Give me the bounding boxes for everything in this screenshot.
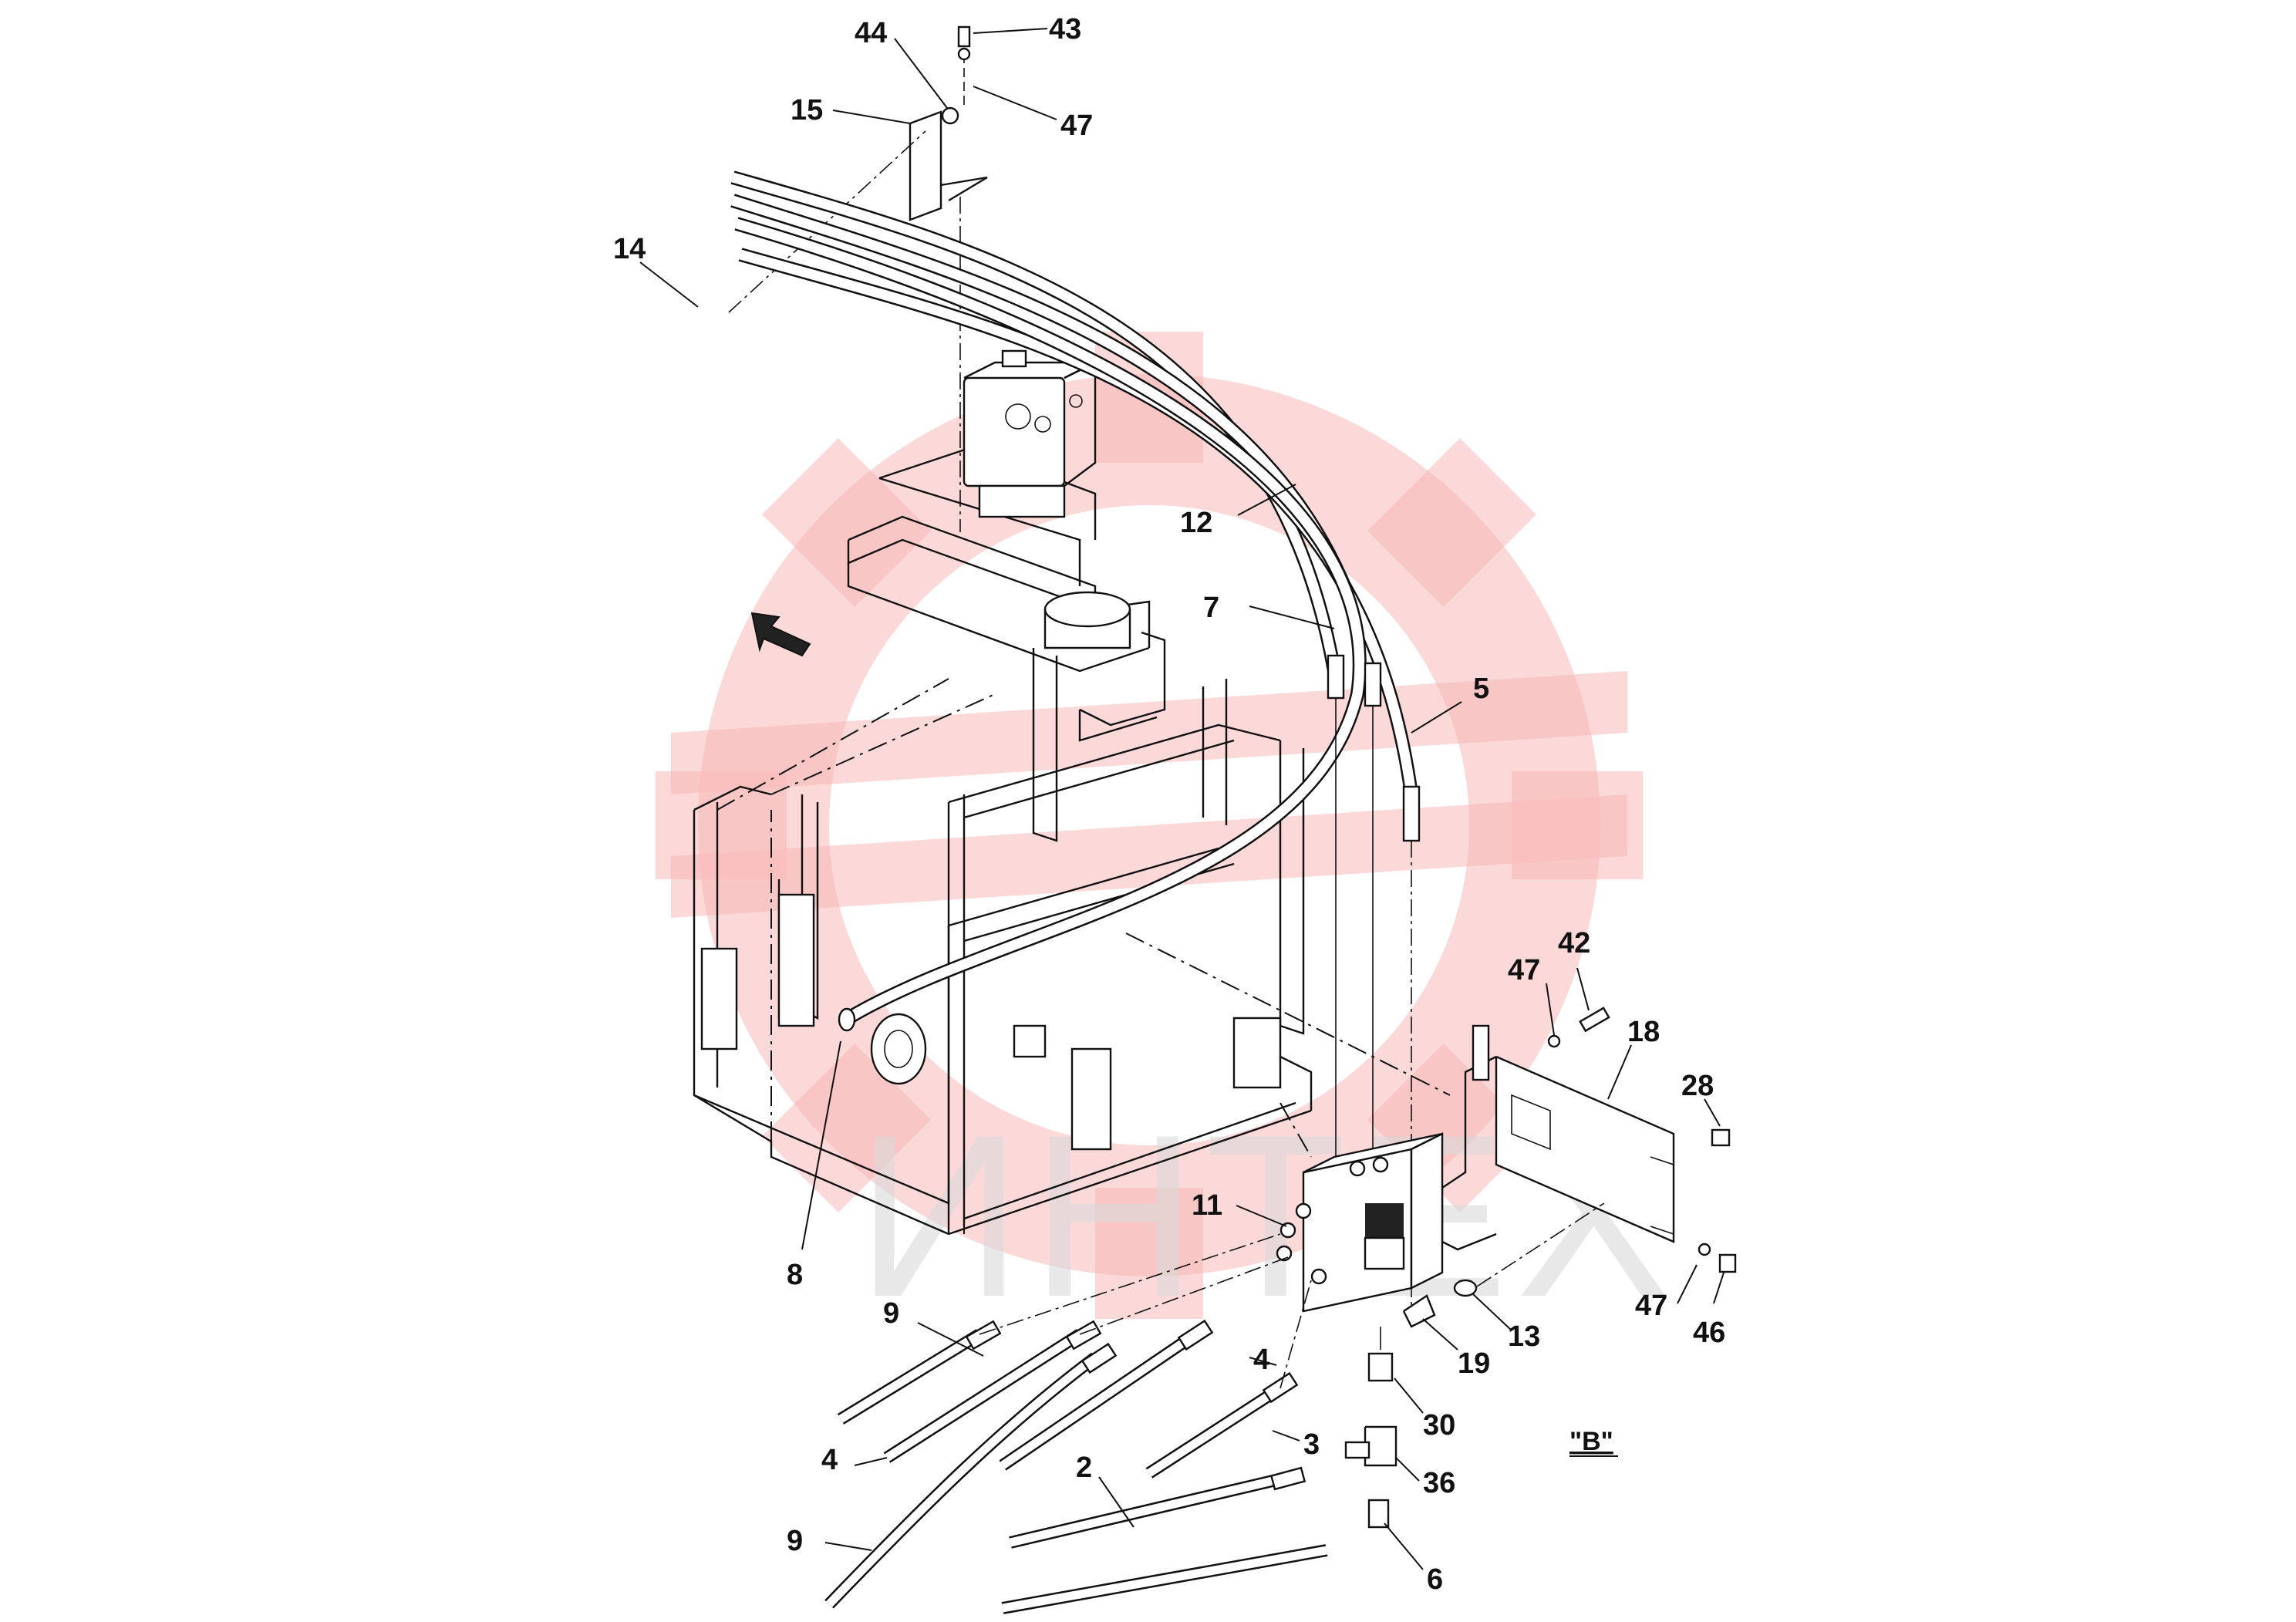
callout-4-left: 4 (821, 1444, 838, 1476)
callout-11: 11 (1192, 1189, 1222, 1222)
callout-6: 6 (1427, 1563, 1443, 1596)
washer-47-lower (1698, 1243, 1711, 1256)
callout-47-plate-upper: 47 (1508, 954, 1540, 986)
solenoid-top (1365, 1203, 1404, 1238)
callout-43: 43 (1049, 13, 1081, 46)
callout-5: 5 (1473, 673, 1489, 705)
callout-12: 12 (1180, 507, 1212, 539)
callout-19: 19 (1458, 1347, 1490, 1380)
post-block-far-left (700, 947, 738, 1050)
callout-18: 18 (1627, 1016, 1660, 1048)
hook-part-14 (673, 130, 926, 399)
callout-14: 14 (613, 233, 646, 265)
callout-7: 7 (1203, 592, 1219, 624)
callout-28: 28 (1681, 1070, 1714, 1102)
post-block-left (777, 893, 815, 1027)
fitting-19 (1402, 1294, 1436, 1328)
adapter-30 (1367, 1352, 1394, 1382)
pump-motor-assembly (963, 349, 1097, 518)
small-block (1013, 1024, 1047, 1058)
bolt-42 (1579, 1007, 1610, 1033)
callout-labels: 43 44 15 47 14 12 7 5 47 42 18 28 11 8 9… (613, 13, 1725, 1596)
floor-block (1070, 1047, 1112, 1151)
callout-44: 44 (855, 17, 887, 49)
mounting-plate-18 (1441, 1007, 1737, 1297)
callout-46: 46 (1693, 1317, 1725, 1349)
watermark-gear-logo (656, 332, 1643, 1319)
fitting-chain (1344, 1294, 1436, 1529)
cylinder-end (870, 1013, 927, 1085)
fitting-12 (1327, 654, 1345, 700)
leader-lines (639, 28, 1725, 1570)
right-floor-block (1232, 1017, 1282, 1089)
callout-9-lower: 9 (787, 1525, 803, 1557)
nut-44 (941, 106, 959, 125)
direction-arrow-icon (750, 612, 811, 657)
callout-15: 15 (791, 94, 823, 126)
washer-47-upper (1547, 1034, 1561, 1048)
cap-28 (1711, 1128, 1731, 1147)
fitting-5 (1402, 785, 1421, 842)
washer-47 (957, 47, 971, 61)
callout-42: 42 (1558, 927, 1590, 959)
callout-47-plate-lower: 47 (1635, 1290, 1667, 1322)
callout-8: 8 (787, 1259, 803, 1291)
callout-13: 13 (1508, 1320, 1540, 1353)
callout-3: 3 (1303, 1428, 1320, 1461)
view-label: "B" (1569, 1427, 1613, 1456)
upper-hose-bundle (730, 170, 1421, 1311)
callout-4-right: 4 (1253, 1344, 1269, 1376)
oring-13 (1453, 1279, 1478, 1297)
bolt-43 (957, 25, 971, 48)
callout-47-top: 47 (1060, 110, 1093, 142)
elbow-6 (1367, 1499, 1390, 1529)
bolt-46 (1718, 1253, 1737, 1273)
callout-30: 30 (1423, 1409, 1455, 1442)
hose-end-8 (838, 1007, 856, 1032)
control-valve-block (1276, 1132, 1444, 1313)
fitting-7 (1364, 662, 1382, 707)
callout-2: 2 (1076, 1452, 1092, 1484)
lower-hoses (824, 1233, 1328, 1614)
callout-36: 36 (1423, 1467, 1455, 1499)
chassis-frame (693, 446, 1451, 1236)
sleeve-top (1043, 591, 1131, 628)
callout-9-upper: 9 (883, 1297, 899, 1330)
